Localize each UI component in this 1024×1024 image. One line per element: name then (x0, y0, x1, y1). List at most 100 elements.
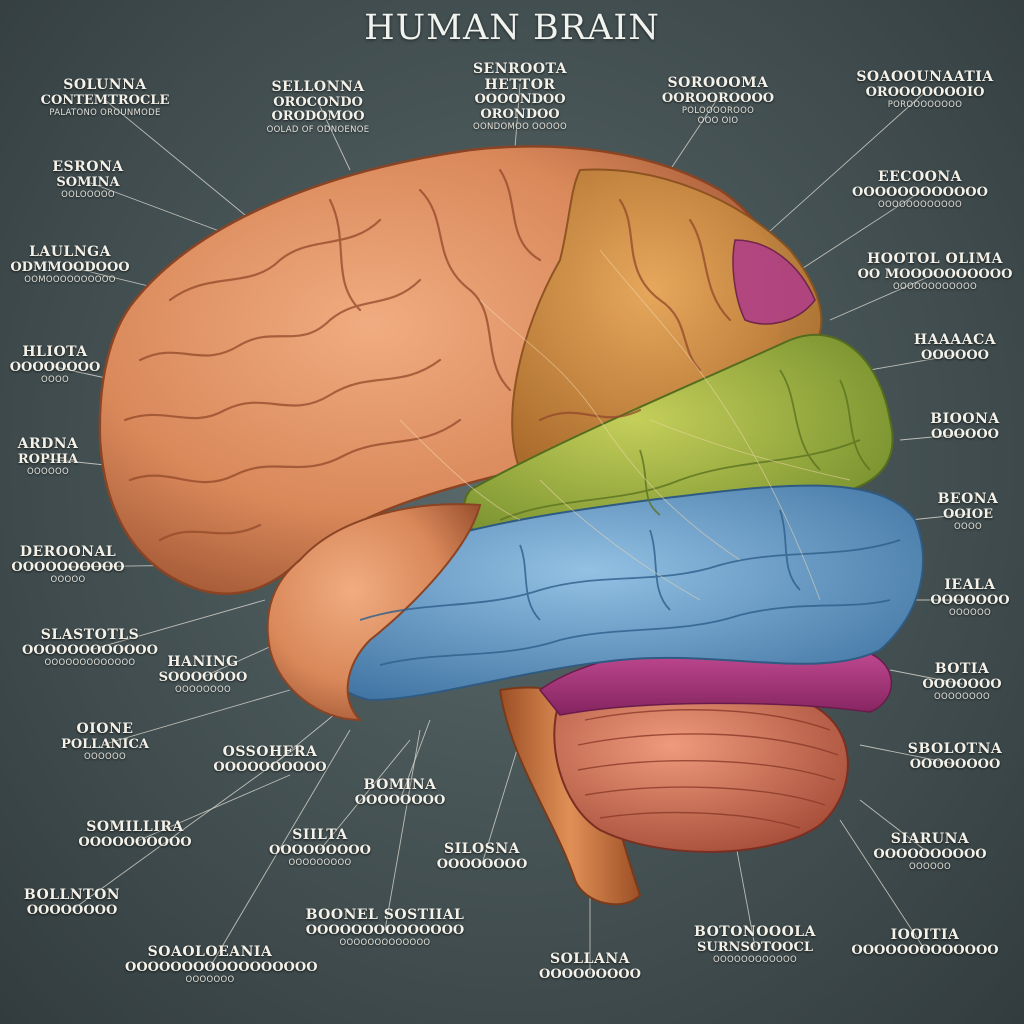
annotation-line: LAULNGA (29, 244, 111, 260)
annotation-line: OOOOOOO (922, 676, 1002, 692)
annotation-line: OSSOHERA (222, 744, 318, 760)
annotation-line: HOOTOL OLIMA (867, 251, 1003, 267)
leader-line-l33 (839, 819, 926, 951)
annotation-line: SENROOTA HETTOR (472, 61, 568, 93)
annotation-line: SOMINA (56, 174, 120, 190)
leader-line-l3 (514, 83, 521, 149)
annotation-line: PALATONO OROUNMODE (49, 108, 161, 119)
annotation-line: EECOONA (877, 169, 963, 185)
cerebellum-folia (577, 709, 839, 829)
leader-line-l9 (829, 273, 936, 321)
annotation-line: OOOOOOOO (175, 685, 231, 696)
annotation-line: OOOOOOOO (436, 856, 528, 872)
temporal-pole (266, 503, 482, 722)
leader-line-l22 (859, 744, 956, 765)
annotation-line: OOOOOOOOOOOO (22, 642, 158, 658)
annotation-line: OOOONDOO ORONDOO (474, 92, 566, 122)
annotation-line: OOOOOOOO (9, 359, 101, 375)
annotation-line: OOOOOOOOO (288, 858, 352, 869)
annotation-line: SIILTA (292, 827, 348, 843)
magenta-region (732, 239, 816, 325)
leader-line-l29 (384, 729, 421, 931)
annotation-line: OOOOOO (931, 426, 999, 442)
annotation-line: OO MOOOOOOOOOO (857, 266, 1013, 282)
annotation-line: BOMINA (363, 777, 437, 793)
annotation-line: OOOOOOOOOOOO (713, 955, 797, 966)
annotation-line: HANING (167, 654, 239, 670)
annotation-line: CONTEMTROCLE (40, 92, 170, 108)
annotation-line: OOOOOOOOO (269, 842, 371, 858)
annotation-line: IEALA (944, 577, 996, 593)
annotation-line: POROOOOOOOO (887, 100, 963, 111)
leader-line-l7 (799, 191, 921, 271)
leader-line-l30 (209, 729, 351, 968)
annotation-line: OOOOOO (27, 467, 69, 478)
annotation-line: OOOO (41, 375, 69, 386)
leader-line-l13 (899, 433, 966, 441)
annotation-line: OOOOOO (909, 862, 951, 873)
leader-lines (47, 83, 970, 974)
annotation-line: OOOOOOOOOOOO (893, 282, 977, 293)
annotation-line: HLIOTA (22, 344, 88, 360)
annotation-line: OOO OIO (697, 115, 739, 126)
annotation-line: OOOOOOOO (909, 756, 1001, 772)
leader-line-l6 (87, 181, 231, 236)
annotation-line: SLASTOTLS (40, 627, 140, 643)
leader-line-l26 (481, 739, 521, 865)
temporal-lobe (314, 484, 924, 702)
blood-vessels (399, 249, 851, 601)
annotation-line: BOTONOOOLA (694, 924, 816, 940)
leader-line-l1 (104, 99, 246, 216)
annotation-line: OROOOOOOOIO (865, 84, 985, 100)
leader-line-l17 (89, 599, 266, 651)
annotation-line: SELLONNA (271, 79, 365, 95)
cerebellum (553, 687, 849, 853)
annotation-line: DEROONAL (19, 544, 117, 560)
annotation-line: OOLOOOOO (61, 190, 115, 201)
annotation-line: SOAOLOEANIA (147, 944, 273, 960)
annotation-line: OOOOO (50, 575, 86, 586)
leader-line-l5 (759, 91, 926, 241)
annotation-line: OOOOOOOOOOOOO (851, 942, 999, 958)
annotation-line: OOOOOOOOOO (11, 559, 125, 575)
annotation-line: ARDNA (17, 436, 79, 452)
page-title: HUMAN BRAIN (364, 8, 660, 48)
annotation-line: OOOOOOOOOOOOOOOOO (125, 959, 318, 975)
annotation-line: ODMMOODOOO (10, 259, 130, 275)
annotation-line: SOROOOMA (667, 75, 769, 91)
annotation-line: OOLAD OF ODNOENOE (266, 124, 370, 135)
leader-line-l21 (269, 709, 341, 768)
leader-line-l11 (869, 354, 956, 371)
leader-line-l25 (319, 739, 411, 851)
annotation-line: OOOOOOOO (354, 792, 446, 808)
annotation-line: SOLUNNA (63, 77, 147, 93)
annotation-line: OOOOOOO (930, 592, 1010, 608)
annotation-line: OOROOROOOO (661, 90, 775, 106)
leader-line-l19 (889, 669, 963, 685)
annotation-line: BOONEL SOSTIIAL (305, 907, 465, 923)
annotation-line: OOOOOOOOOOOO (878, 200, 962, 211)
annotation-line: OOOOOOOOOOOOO (339, 938, 431, 949)
annotation-line: OOOOOOOOOO (873, 846, 987, 862)
annotation-line: SOMILLIRA (86, 819, 184, 835)
annotation-line: SIARUNA (890, 831, 970, 847)
